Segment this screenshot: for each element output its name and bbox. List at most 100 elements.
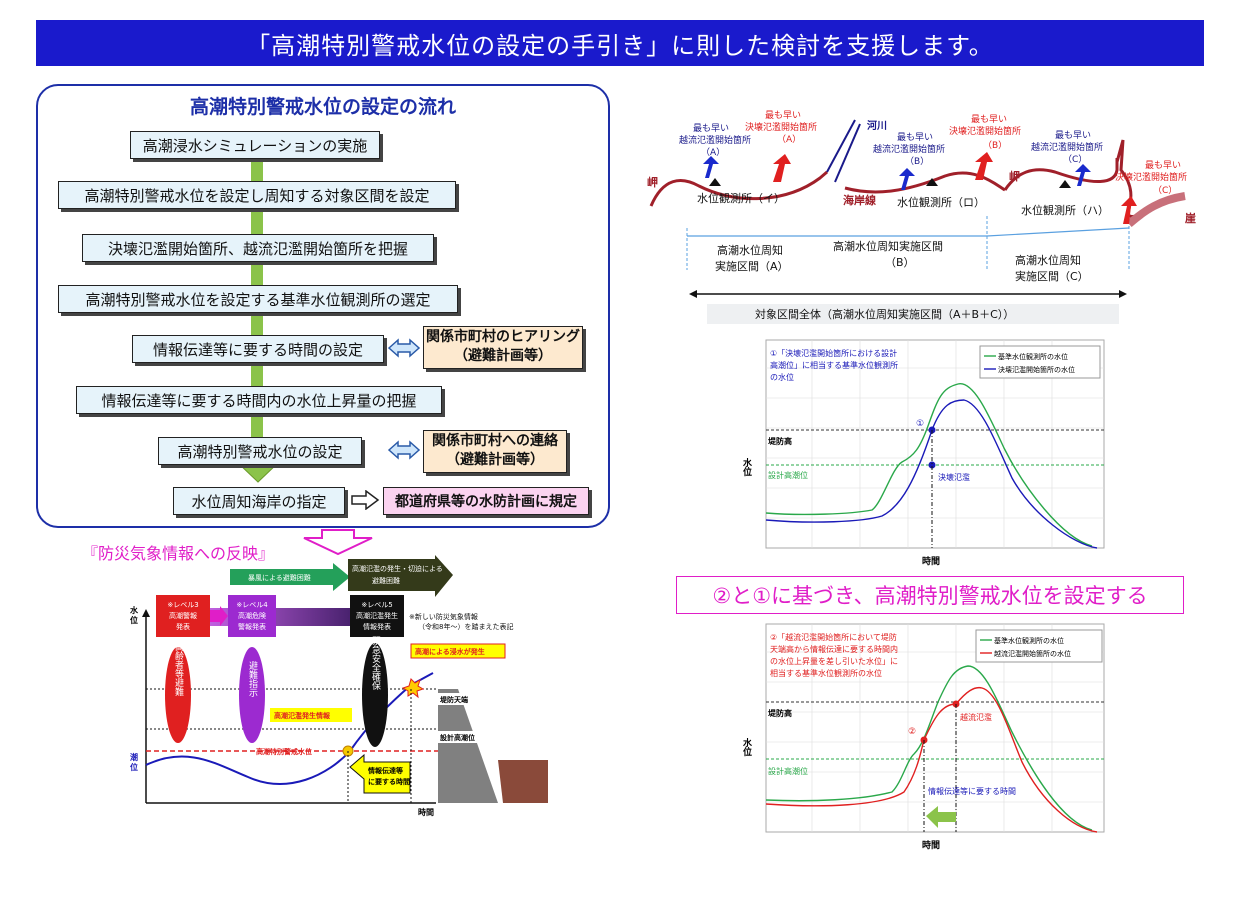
overflow-c-arrow-icon [1075,164,1091,186]
statement-box: ②と①に基づき、高潮特別警戒水位を設定する [676,576,1184,614]
warning-level-label: 高潮特別警戒水位 [256,747,312,756]
coast-line-a [649,170,828,207]
overflow-c-letter: （C） [1063,154,1087,165]
chart1-marker: ① [916,419,924,429]
chart2-levee-label: 堤防高 [768,708,792,718]
chart1-green-series [765,383,1093,547]
section-c-line1: 高潮水位周知 [1015,253,1081,267]
breach-b-label: 決壊氾濫開始箇所 [949,125,1021,137]
chart2-note-line2: 天端高から情報伝達に要する時間内 [770,644,898,654]
chart1-levee-label: 堤防高 [768,436,792,446]
level4-line3: 警報発表 [238,622,266,631]
chart2-ylabel: 水位 [742,737,752,757]
overflow-a-label: 越流氾濫開始箇所 [679,134,751,146]
flow-step-2: 高潮特別警戒水位を設定し周知する対象区間を設定 [58,181,456,209]
down-arrow-icon [303,529,373,556]
evac-order-ellipse [239,647,265,743]
breach-b-letter: （B） [983,140,1007,151]
level3-box [156,595,210,637]
evac-order-label: 避難指示 [247,660,258,697]
breach-a-letter: （A） [777,134,801,145]
obs-ro-label: 水位観測所（ロ） [897,195,985,209]
river-label: 河川 [867,120,887,132]
design-tide-label: 設計高潮位 [440,733,475,742]
coast-line-c [1003,158,1119,191]
level4-line2: 高潮危険 [238,611,266,620]
flow-title: 高潮特別警戒水位の設定の流れ [189,96,456,118]
section-b-line1: 高潮水位周知実施区間 [833,239,943,253]
flow-step-1: 高潮浸水シミュレーションの実施 [130,131,380,159]
overflow-b-earliest: 最も早い [897,132,933,143]
breach-a-label: 決壊氾濫開始箇所 [745,121,817,133]
overflow-b-letter: （B） [905,156,929,167]
hydrograph-1: 堤防高 設計高潮位 ① 決壊氾濫 ①「決壊氾濫開始箇所における設計 高潮位」に相… [742,339,1105,567]
levee-shape [438,689,498,803]
chart2-note-line4: 相当する基準水位観測所の水位 [770,668,882,678]
breach-c-arrow-icon [1121,196,1137,224]
level3-line2: 高潮警報 [169,611,197,620]
chart2-design-label: 設計高潮位 [768,766,808,776]
chart1-legend-blue: 決壊氾濫開始箇所の水位 [998,365,1075,374]
emergency-label: 緊急安全確保 [370,636,381,691]
levee-crown-label: 堤防天端 [440,695,468,704]
coastline-label: 海岸線 [843,193,876,207]
breach-b-arrow-icon [975,152,993,180]
chart1-blue-series [765,399,1098,549]
flood-info-label: 高潮氾濫発生情報 [274,711,331,720]
arrow-dark-label-1: 高潮氾濫の発生・切迫による [352,564,443,573]
breach-b-earliest: 最も早い [971,114,1007,125]
cape-mid-label: 岬 [1009,169,1020,183]
chart2-marker: ② [908,727,916,737]
flow-step-8: 水位周知海岸の指定 [173,487,345,515]
elderly-evac-label: 高齢者等避難 [173,641,184,697]
breach-c-label: 決壊氾濫開始箇所 [1115,171,1187,183]
hearing-note-line2: （避難計画等） [454,348,552,364]
level3-line1: ※レベル3 [167,601,198,609]
banner-title: 「高潮特別警戒水位の設定の手引き」に則した検討を支援します。 [36,20,1204,66]
cliff-shape [1126,192,1186,228]
level5-line1: ※レベル5 [361,601,392,609]
burst-icon [401,678,425,699]
overflow-a-arrow-icon [703,156,719,178]
flow-step-5: 情報伝達等に要する時間の設定 [132,335,384,363]
chart2-overflow-label: 越流氾濫 [960,712,992,722]
hearing-note-line1: 関係市町村のヒアリング [426,329,580,345]
chart1-note-line2: 高潮位」に相当する基準水位観測所 [770,360,898,370]
breach-c-letter: （C） [1153,185,1177,196]
section-a-line2: 実施区間（A） [715,259,789,273]
chart1-legend-green: 基準水位観測所の水位 [998,352,1068,361]
hydrograph-2: 情報伝達等に要する時間 堤防高 設計高潮位 ② 越流氾濫 ②「越流氾濫開始箇所に… [742,623,1105,851]
level4-line1: ※レベル4 [236,601,268,609]
chart2-xlabel: 時間 [922,839,940,851]
hearing-note: 関係市町村のヒアリング （避難計画等） [423,326,583,369]
station-ro-icon [926,178,938,186]
flow-step-7: 高潮特別警戒水位の設定 [158,437,362,465]
arrow-green-shape [230,563,350,591]
tide-label-2: 位 [130,762,138,772]
arrow-dark-label-2: 避難困難 [372,576,400,585]
chart1-note-line1: ①「決壊氾濫開始箇所における設計 [770,348,897,358]
overflow-a-letter: （A） [701,147,725,158]
chart1-xlabel: 時間 [922,555,940,567]
land-shape [498,760,548,803]
reflect-title: 『防災気象情報への反映』 [82,544,275,563]
double-arrow-icon [387,440,421,460]
chart2-legend-red: 越流氾濫開始箇所の水位 [994,649,1071,658]
breach-a-earliest: 最も早い [765,110,801,121]
contact-note-line2: （避難計画等） [446,452,544,468]
chart2-green-series [765,665,1093,831]
obs-i-label: 水位観測所（イ） [697,191,785,205]
footnote-line2: （令和8年～）を踏まえた表記 [418,622,513,631]
level5-box [350,595,404,637]
level5-line2: 高潮氾濫発生 [356,611,398,620]
tide-label-1: 潮 [130,752,138,762]
cape-left-label: 岬 [647,175,658,189]
level3-line3: 発表 [176,622,190,631]
plan-note: 都道府県等の水防計画に規定 [383,487,589,515]
overflow-c-label: 越流氾濫開始箇所 [1031,141,1103,153]
y-axis-label-2: 位 [130,615,138,625]
info-time-label-2: に要する時間 [368,777,410,786]
cliff-label: 崖 [1184,211,1196,225]
chart2-info-time-label: 情報伝達等に要する時間 [928,786,1016,796]
